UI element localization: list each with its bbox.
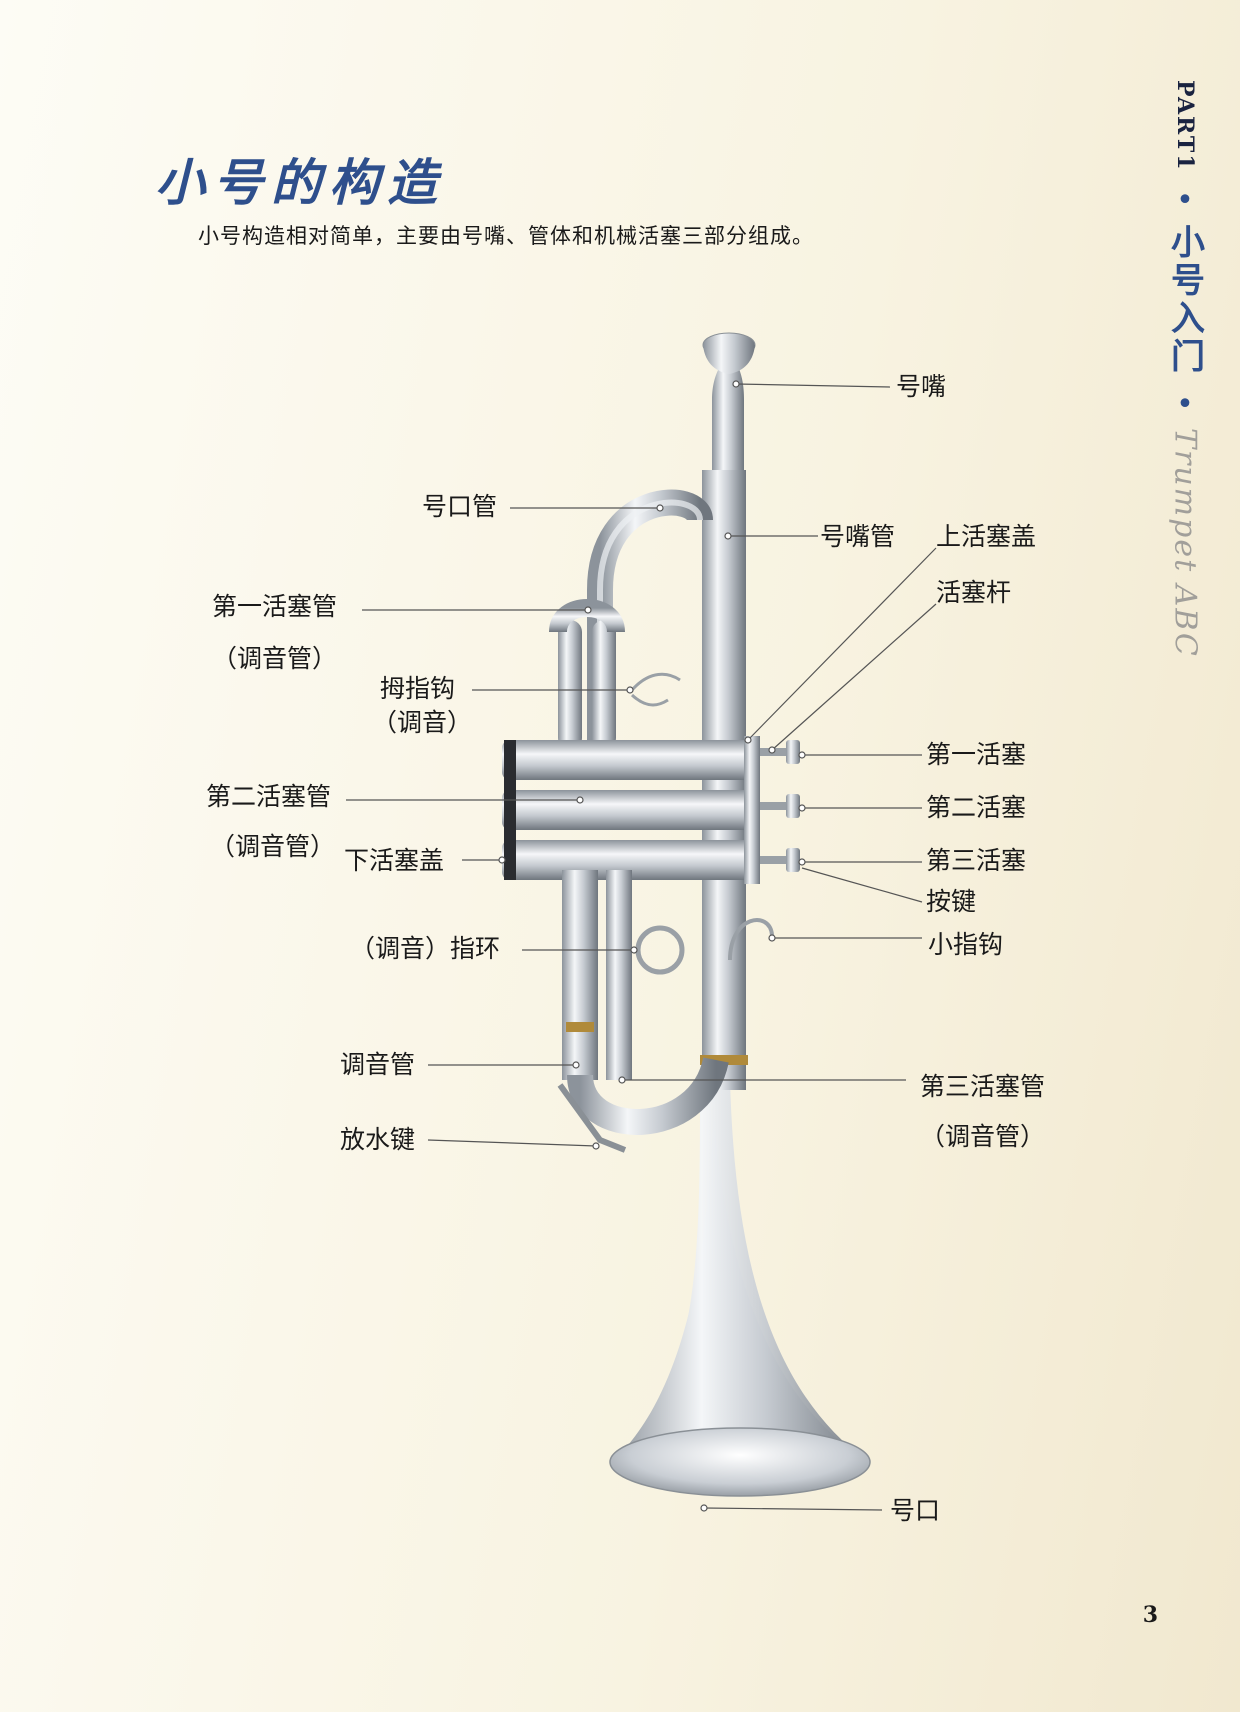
part-label: PART1 [1172, 80, 1198, 172]
label-first-slide: 第一活塞管 [212, 592, 338, 621]
first-slide-tube [558, 620, 582, 750]
label-mouthpipe: 号嘴管 [820, 522, 896, 551]
label-leadpipe-mouth: 号口管 [422, 492, 498, 521]
separator-dot: • [1176, 182, 1194, 218]
label-bell: 号口 [890, 1496, 941, 1525]
label-finger-button: 按键 [926, 887, 977, 916]
label-second-slide-sub: （调音管） [210, 832, 336, 861]
label-tuning-slide: 调音管 [340, 1050, 416, 1079]
section-english-title: Trumpet ABC [1167, 427, 1203, 658]
leader-dots [498, 380, 806, 1512]
label-bottom-valve-cap: 下活塞盖 [344, 846, 445, 875]
side-header: PART1 • 小号入门 • Trumpet ABC [1160, 80, 1210, 657]
label-third-slide-sub: （调音管） [920, 1122, 1046, 1151]
label-first-slide-sub: （调音管） [212, 644, 338, 673]
page-subtitle: 小号构造相对简单，主要由号嘴、管体和机械活塞三部分组成。 [198, 224, 814, 248]
finger-ring [635, 925, 685, 975]
valve-casings [502, 736, 760, 884]
label-mouthpiece: 号嘴 [896, 372, 947, 401]
valve-buttons [760, 740, 800, 872]
page-title: 小号的构造 [155, 153, 445, 212]
leader-lines [346, 383, 937, 1511]
label-thumb-hook: 拇指钩 [380, 674, 456, 703]
label-valve-stem: 活塞杆 [936, 578, 1012, 607]
label-third-valve: 第三活塞 [926, 846, 1027, 875]
label-finger-ring: （调音）指环 [350, 934, 501, 963]
label-pinky-hook: 小指钩 [928, 930, 1004, 959]
label-third-slide: 第三活塞管 [920, 1072, 1046, 1101]
mouthpiece [702, 332, 756, 470]
pinky-hook [728, 918, 774, 961]
brass-ring [700, 1055, 748, 1065]
water-key [557, 1083, 627, 1153]
label-second-slide: 第二活塞管 [206, 782, 332, 811]
separator-dot: • [1176, 386, 1194, 422]
label-top-valve-cap: 上活塞盖 [936, 522, 1037, 551]
label-thumb-hook-sub: （调音） [372, 708, 473, 737]
bell [609, 1000, 871, 1497]
label-second-valve: 第二活塞 [926, 793, 1027, 822]
page-number: 3 [1142, 1602, 1158, 1628]
section-title: 小号入门 [1164, 223, 1205, 376]
label-water-key: 放水键 [340, 1125, 416, 1154]
label-first-valve: 第一活塞 [926, 740, 1027, 769]
